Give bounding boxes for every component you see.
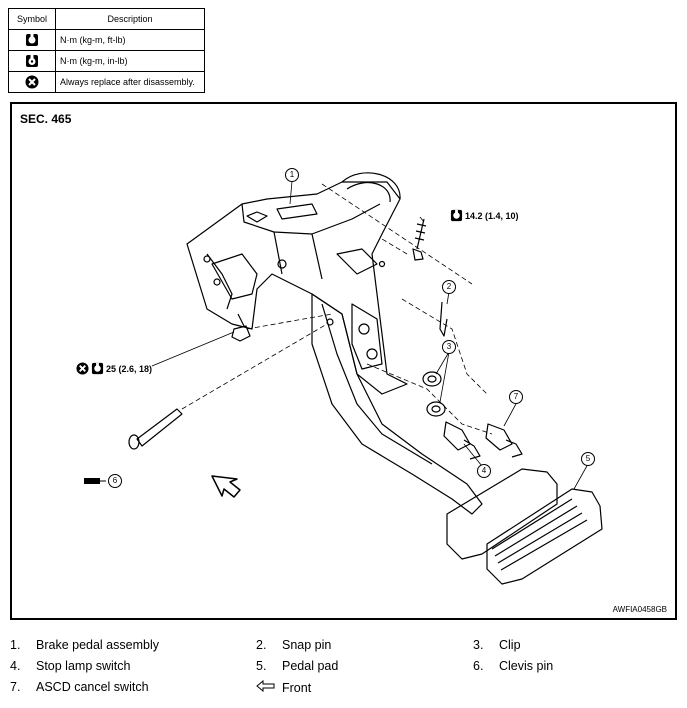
clevis-pin — [128, 408, 183, 450]
replace-x-icon — [25, 75, 39, 89]
description-header: Description — [55, 8, 205, 30]
ascd-cancel-switch — [485, 423, 523, 458]
figure-frame: SEC. 465 — [10, 102, 677, 620]
symbol-description: Always replace after disassembly. — [55, 71, 205, 93]
figure-code: AWFIA0458GB — [612, 605, 667, 614]
table-row: Always replace after disassembly. — [8, 71, 205, 93]
legend-item: 5.Pedal pad — [256, 659, 339, 673]
torque-value: 14.2 (1.4, 10) — [465, 210, 519, 221]
clips — [422, 371, 446, 417]
front-arrow-icon — [256, 679, 275, 693]
parts-legend: 1.Brake pedal assembly 2.Snap pin 3.Clip… — [10, 638, 680, 701]
legend-item: 6.Clevis pin — [473, 659, 554, 673]
table-row: N·m (kg-m, ft-lb) — [8, 29, 205, 51]
legend-item: 4.Stop lamp switch — [10, 659, 131, 673]
pedal-pads — [446, 468, 603, 585]
symbol-header: Symbol — [8, 8, 56, 30]
legend-item: 7.ASCD cancel switch — [10, 680, 149, 694]
callout-6: 6 — [108, 474, 122, 488]
replace-x-icon — [76, 362, 89, 375]
section-label: SEC. 465 — [20, 112, 72, 126]
callout-5: 5 — [581, 452, 595, 466]
symbol-description: N·m (kg-m, in-lb) — [55, 50, 205, 72]
front-arrow-icon — [211, 475, 241, 498]
callout-3: 3 — [442, 340, 456, 354]
torque-label-upper: 14.2 (1.4, 10) — [450, 209, 519, 222]
legend-item-front: Front — [256, 679, 311, 695]
table-row: N·m (kg-m, in-lb) — [8, 50, 205, 72]
brake-pedal-diagram — [84, 172, 603, 585]
snap-pin — [439, 301, 448, 337]
legend-item: 1.Brake pedal assembly — [10, 638, 159, 652]
legend-item: 3.Clip — [473, 638, 521, 652]
symbol-table: Symbol Description N·m (kg-m, ft-lb) N·m… — [8, 8, 205, 93]
torque-wrench-small-icon — [26, 55, 38, 67]
lock-tab-icon — [84, 478, 106, 484]
torque-value: 25 (2.6, 18) — [106, 363, 153, 374]
pedal-arm — [311, 293, 483, 515]
torque-wrench-icon — [26, 34, 38, 46]
legend-item: 2.Snap pin — [256, 638, 332, 652]
pedal-bracket — [186, 172, 408, 395]
torque-label-lower: 25 (2.6, 18) — [76, 362, 152, 375]
torque-wrench-icon — [91, 362, 104, 375]
upper-bolt — [412, 218, 427, 261]
callout-2: 2 — [442, 280, 456, 294]
callout-1: 1 — [285, 168, 299, 182]
callout-7: 7 — [509, 390, 523, 404]
stop-lamp-switch — [443, 421, 481, 460]
symbol-description: N·m (kg-m, ft-lb) — [55, 29, 205, 51]
callout-4: 4 — [477, 464, 491, 478]
torque-wrench-icon — [450, 209, 463, 222]
lower-nut — [231, 313, 251, 342]
